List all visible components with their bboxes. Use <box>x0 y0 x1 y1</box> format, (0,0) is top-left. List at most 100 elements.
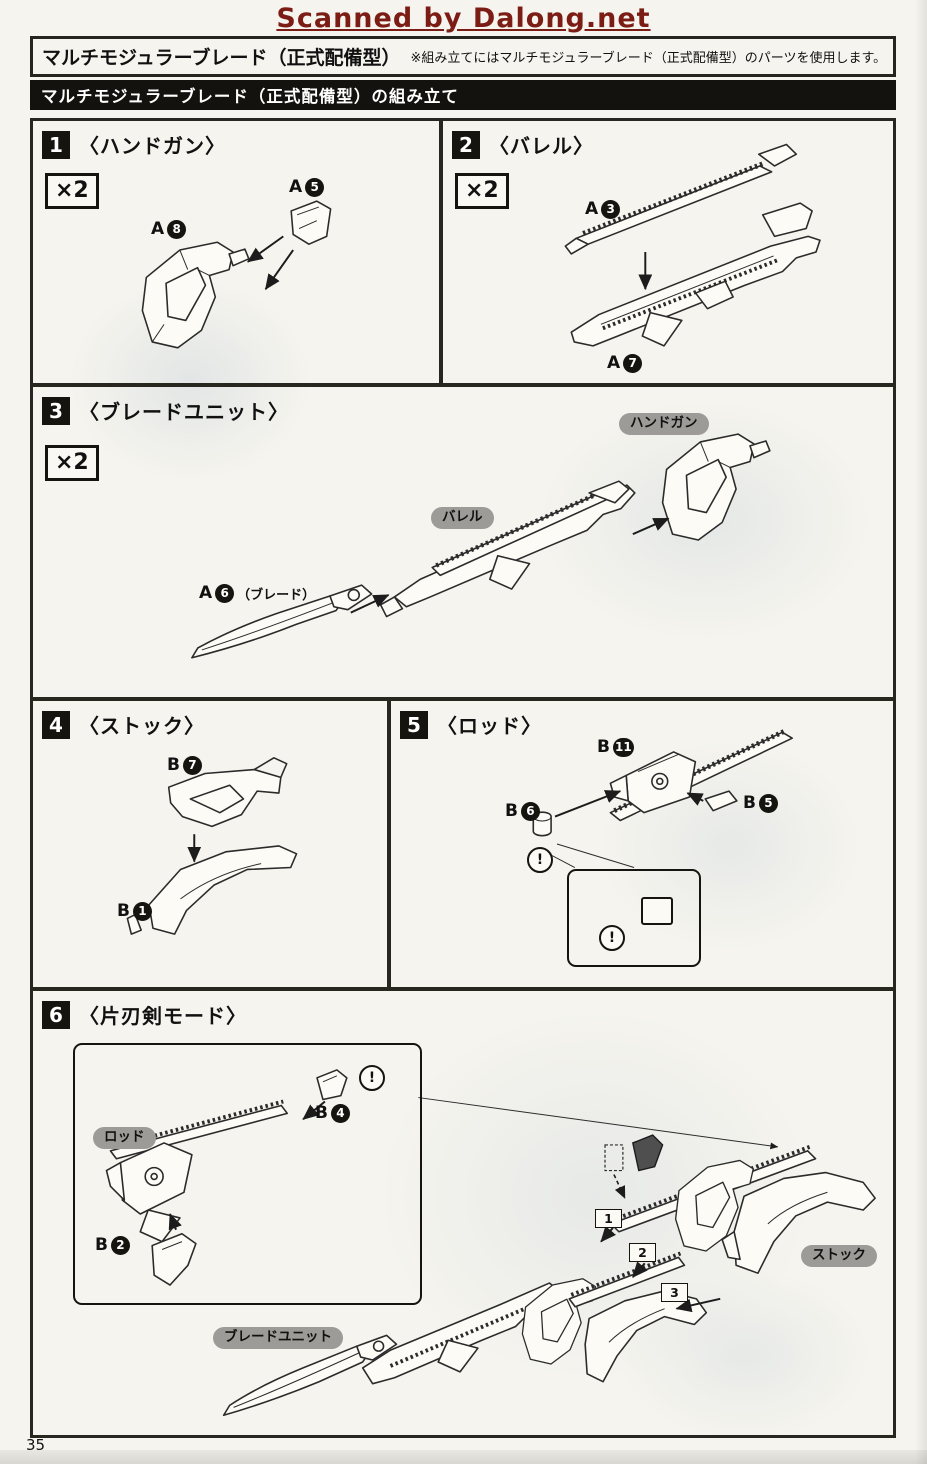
scan-edge-shadow <box>0 1450 927 1464</box>
part-label-b11: B 11 <box>597 737 634 757</box>
step-title: 〈ブレードユニット〉 <box>79 400 289 424</box>
detail-part <box>641 897 673 925</box>
step-title: 〈片刃剣モード〉 <box>79 1004 247 1028</box>
callout-lines <box>540 843 635 868</box>
step-number: 2 <box>452 130 480 159</box>
barrel-part-drawing <box>570 202 821 347</box>
assembly-arrows <box>554 790 704 818</box>
pointer-line <box>418 1097 779 1150</box>
header-box: マルチモジュラーブレード（正式配備型） ※組み立てにはマルチモジュラーブレード（… <box>30 36 896 77</box>
part-letter: A <box>585 199 599 219</box>
step-5-header: 5 〈ロッド〉 <box>400 710 542 739</box>
detail-inset-box: ! <box>567 869 701 967</box>
part-number-circle: 6 <box>215 583 235 603</box>
part-label-a5: A 5 <box>289 177 325 197</box>
part-letter: A <box>199 583 213 603</box>
badge-handgun: ハンドガン <box>619 413 709 435</box>
step-1-header: 1 〈ハンドガン〉 <box>42 130 226 159</box>
part-letter: B <box>167 755 180 775</box>
badge-barrel: バレル <box>431 507 494 529</box>
part-letter: B <box>315 1103 328 1123</box>
step-number: 4 <box>42 710 70 739</box>
handgun-diagram <box>141 200 332 349</box>
part-number-circle: 1 <box>132 901 152 921</box>
part-label-b7: B 7 <box>167 755 202 775</box>
multiplier-badge: ×2 <box>45 173 99 209</box>
step-number: 6 <box>42 1000 70 1029</box>
subassembly-box <box>73 1043 422 1305</box>
step-3-header: 3 〈ブレードユニット〉 <box>42 396 289 425</box>
scan-edge-shadow <box>915 0 927 1464</box>
part-number-circle: 2 <box>110 1235 130 1255</box>
part-letter: A <box>289 177 303 197</box>
badge-blade-unit: ブレードユニット <box>213 1327 343 1349</box>
part-letter: B <box>505 801 518 821</box>
step-6-header: 6 〈片刃剣モード〉 <box>42 1000 247 1029</box>
scan-watermark: Scanned by Dalong.net <box>276 3 651 34</box>
part-number-circle: 4 <box>330 1103 350 1123</box>
part-label-a3: A 3 <box>585 199 621 219</box>
sequence-step-3: 3 <box>661 1283 688 1302</box>
stock-diagram <box>126 757 298 935</box>
part-number-circle: 7 <box>182 755 202 775</box>
part-number-circle: 11 <box>612 737 634 757</box>
badge-rod: ロッド <box>93 1127 156 1149</box>
step-2-panel: 2 〈バレル〉 ×2 A <box>440 118 896 386</box>
part-label-a6: A 6 （ブレード） <box>199 583 315 603</box>
step-1-panel: 1 〈ハンドガン〉 ×2 <box>30 118 442 386</box>
rail-part-drawing <box>564 143 798 255</box>
step-number: 1 <box>42 130 70 159</box>
right-assembly-drawing <box>610 1145 876 1274</box>
step-2-header: 2 〈バレル〉 <box>452 130 594 159</box>
barrel-diagram <box>564 143 821 347</box>
step-4-panel: 4 〈ストック〉 B 7 B 1 <box>30 698 390 990</box>
page-number: 35 <box>26 1436 46 1454</box>
blade-drawing <box>191 584 373 659</box>
sequence-step-2: 2 <box>629 1243 656 1262</box>
barrel-drawing <box>379 480 636 618</box>
section-title-bar: マルチモジュラーブレード（正式配備型）の組み立て <box>30 80 896 110</box>
part-label-b5: B 5 <box>743 793 778 813</box>
handgun-drawing <box>661 433 771 541</box>
part-letter: B <box>117 901 130 921</box>
multiplier-badge: ×2 <box>45 445 99 481</box>
stock-part-drawing <box>126 845 298 935</box>
part-label-b1: B 1 <box>117 901 152 921</box>
part-letter: B <box>743 793 756 813</box>
step-3-panel: 3 〈ブレードユニット〉 ×2 <box>30 384 896 700</box>
step-6-panel: 6 〈片刃剣モード〉 <box>30 988 896 1438</box>
sequence-step-1: 1 <box>595 1209 622 1228</box>
part-letter: A <box>151 219 165 239</box>
part-number-circle: 5 <box>305 177 325 197</box>
part-number-circle: 8 <box>167 219 187 239</box>
clip-insert-drawing <box>604 1134 664 1199</box>
step-title: 〈ストック〉 <box>79 714 205 738</box>
clip-part-drawing <box>290 200 332 245</box>
part-number-circle: 3 <box>601 199 621 219</box>
stock-top-part-drawing <box>167 757 288 828</box>
handgun-drawing <box>141 200 332 349</box>
assembly-arrows <box>247 235 294 290</box>
badge-stock: ストック <box>801 1245 877 1267</box>
step-number: 5 <box>400 710 428 739</box>
part-label-b6: B 6 <box>505 801 540 821</box>
assembly-arrows <box>168 1100 721 1313</box>
part-number-circle: 7 <box>623 353 643 373</box>
part-number-circle: 5 <box>758 793 778 813</box>
rod-part-drawing <box>609 728 793 822</box>
part-label-a8: A 8 <box>151 219 187 239</box>
rod-diagram <box>532 728 793 868</box>
part-letter: A <box>607 353 621 373</box>
step-4-header: 4 〈ストック〉 <box>42 710 205 739</box>
part-label-a7: A 7 <box>607 353 643 373</box>
header-note: ※組み立てにはマルチモジュラーブレード（正式配備型）のパーツを使用します。 <box>410 51 887 66</box>
part-suffix: （ブレード） <box>237 587 316 603</box>
part-letter: B <box>95 1235 108 1255</box>
section-title: マルチモジュラーブレード（正式配備型）の組み立て <box>41 87 459 106</box>
assembly-arrows <box>350 517 670 614</box>
step-5-panel: 5 〈ロッド〉 <box>388 698 896 990</box>
part-number-circle: 6 <box>520 801 540 821</box>
warning-icon: ! <box>359 1065 385 1091</box>
step-number: 3 <box>42 396 70 425</box>
